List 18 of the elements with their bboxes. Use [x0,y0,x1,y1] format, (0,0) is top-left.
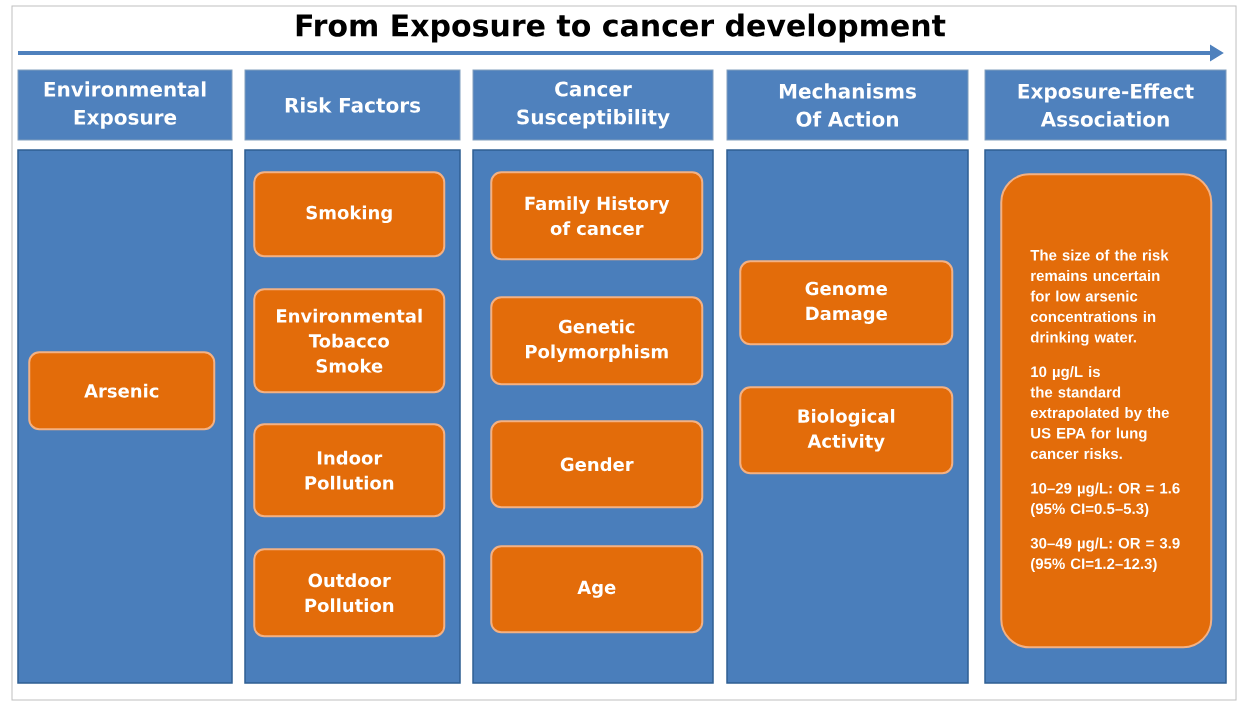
factor-box: Environmental Tobacco Smoke [253,288,446,394]
factor-box: Genome Damage [739,260,954,346]
factor-box: Arsenic [28,351,216,431]
column-header: Risk Factors [244,69,461,141]
factor-box: Indoor Pollution [253,423,446,518]
factor-box: Genetic Polymorphism [490,296,704,386]
factor-box: Biological Activity [739,386,954,475]
title: From Exposure to cancer development [296,13,946,43]
column-header: Mechanisms Of Action [726,69,969,141]
factor-box: Family History of cancer [490,171,704,261]
note-box: The size of the risk remains uncertain for low arsenic concentrations in drinking water. 10 µg/L is the standard extrapolated by the US EPA for lung cancer risks. 10–29 µg/L: OR = 1.6 (95% CI=0.5–5.3) 30–49 µg/L: OR = 3.9 (95% CI=1.2–12.3) [1000,173,1213,649]
column-header: Cancer Susceptibility [472,69,714,141]
factor-box: Outdoor Pollution [253,548,446,638]
column-header: Environmental Exposure [17,69,233,141]
factor-box: Smoking [253,171,446,258]
factor-box: Gender [490,420,704,509]
factor-box: Age [490,545,704,634]
column-header: Exposure-Effect Association [984,69,1227,141]
